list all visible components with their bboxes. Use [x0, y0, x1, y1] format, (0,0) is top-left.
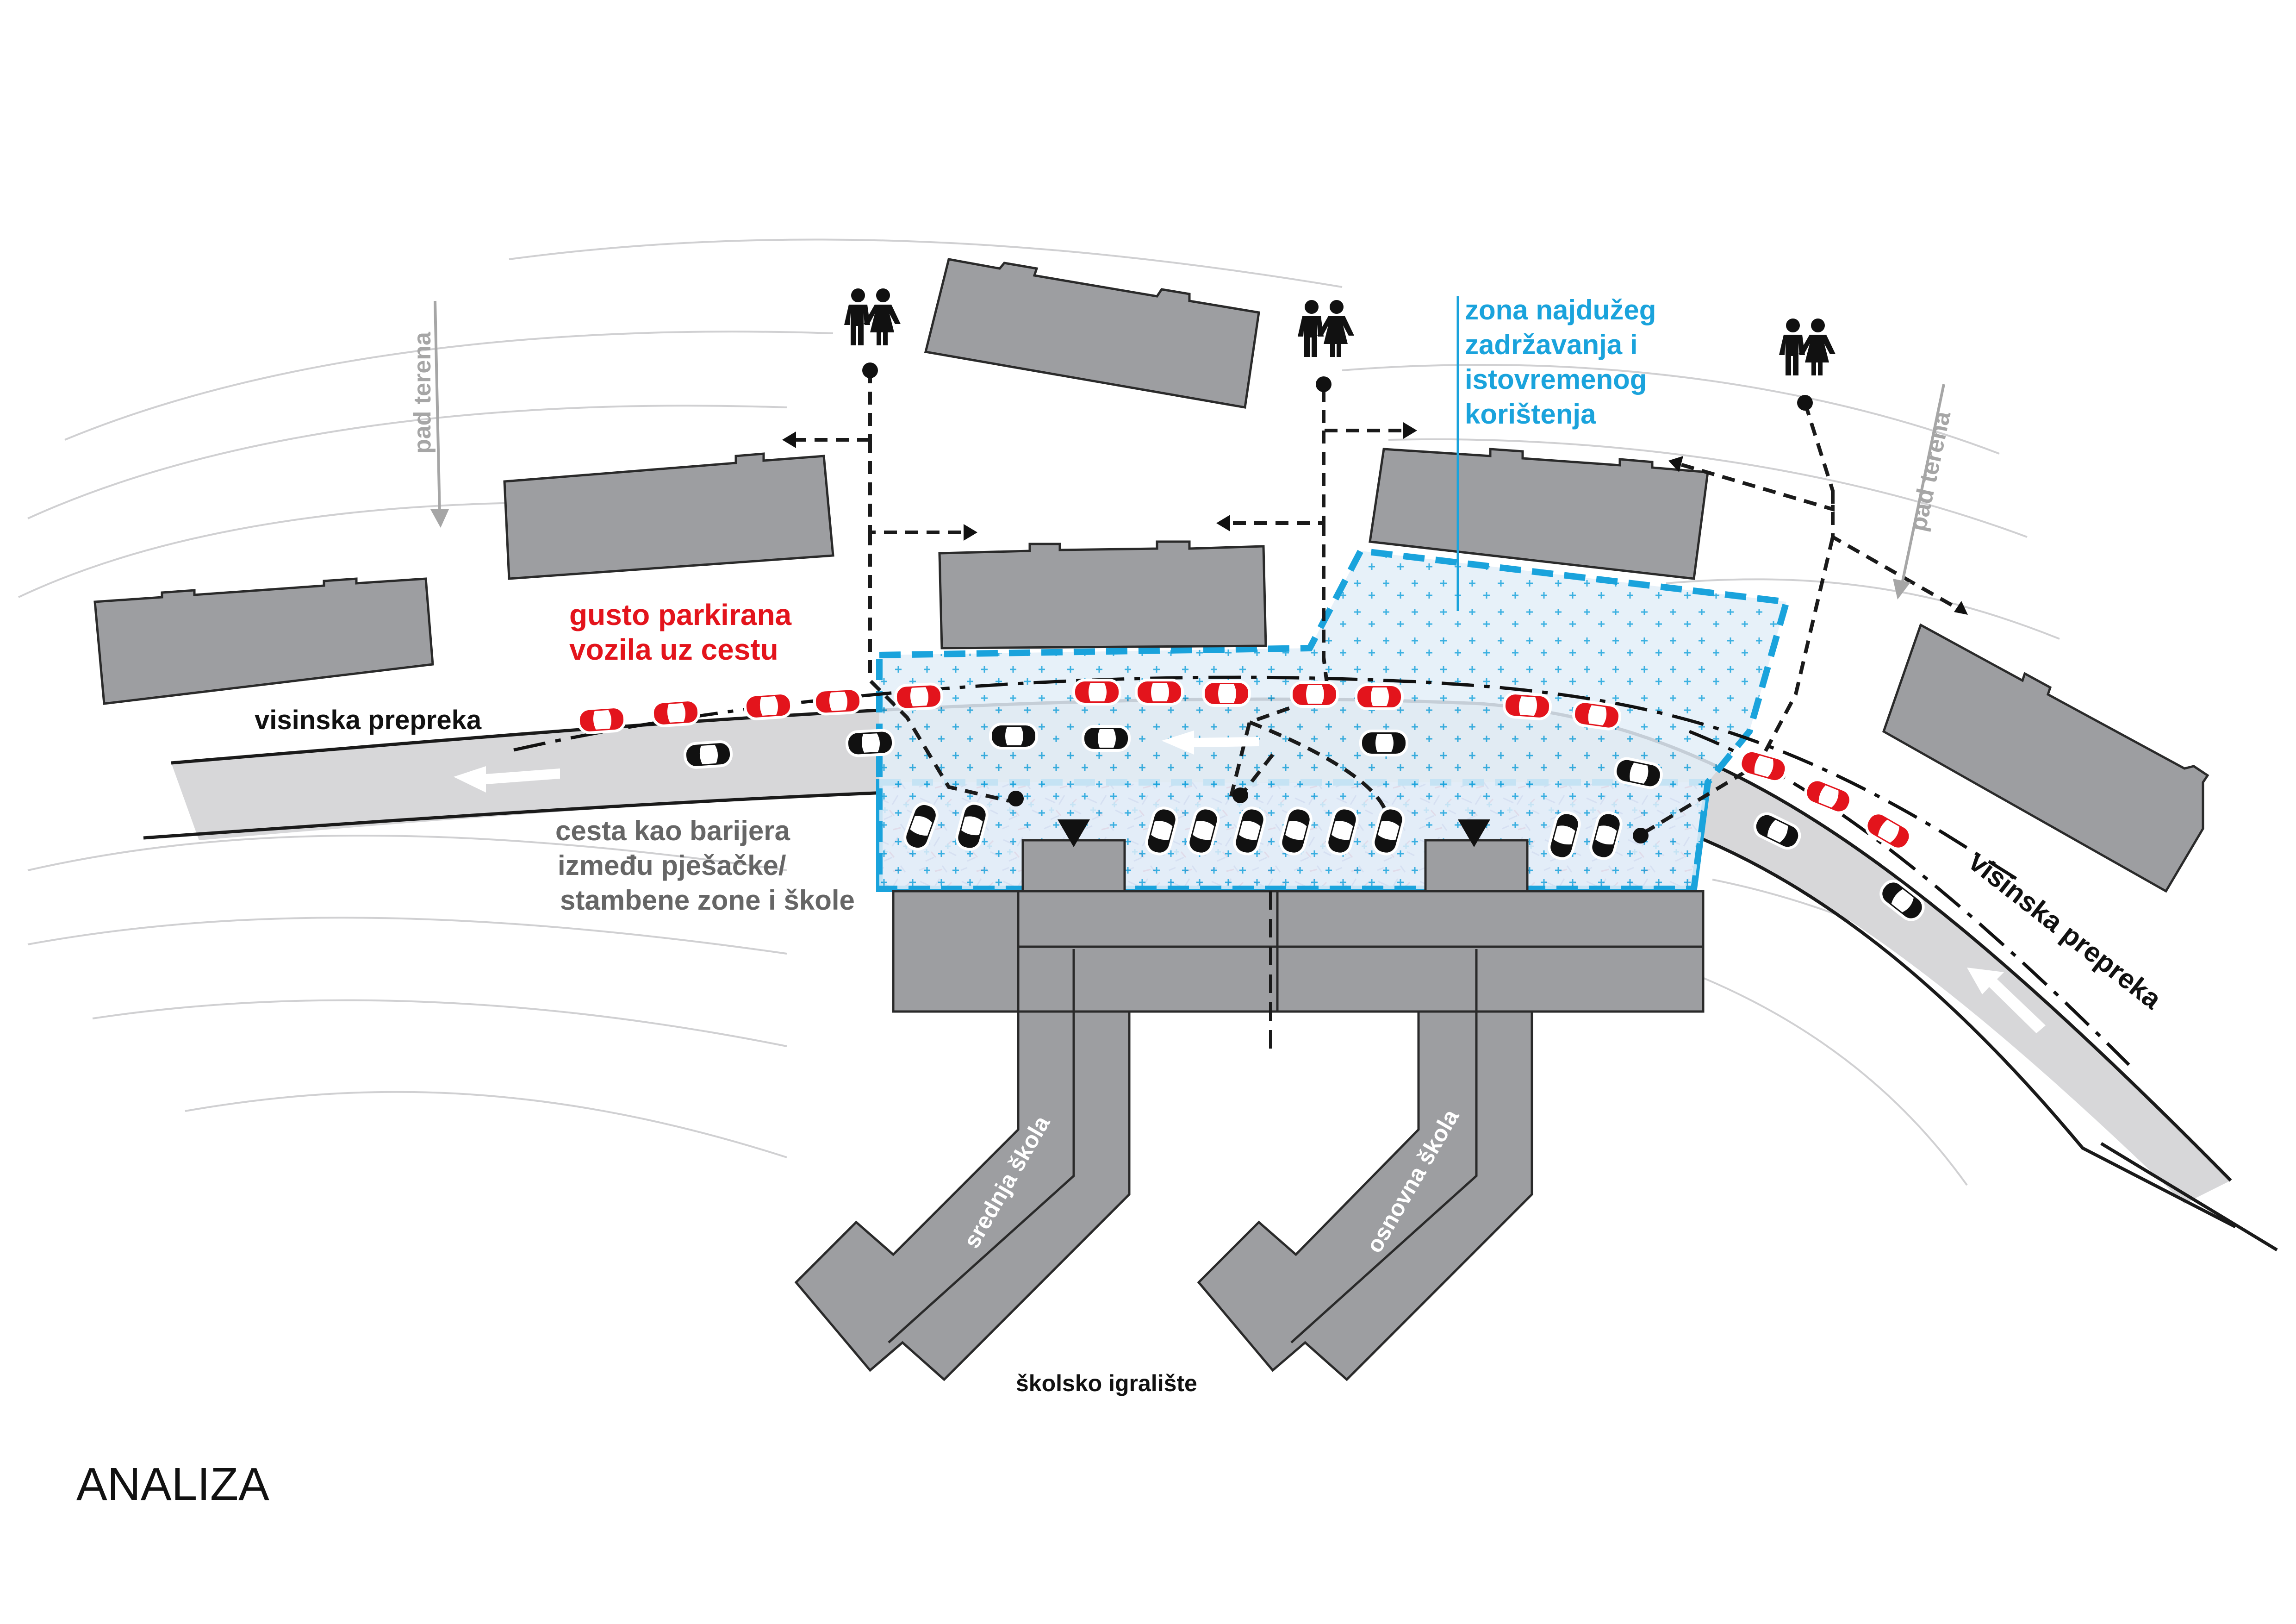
building-4 [938, 540, 1267, 650]
car-icon [1572, 700, 1621, 730]
wing-primary-school [1197, 1010, 1533, 1381]
car-icon [1291, 682, 1338, 706]
building-2 [503, 452, 834, 580]
barrier-label-left: visinska prepreka [255, 705, 482, 735]
car-icon [1074, 680, 1120, 704]
building-3 [924, 258, 1260, 409]
school-complex [794, 839, 1705, 1381]
entrance-triangle-icon [1058, 819, 1090, 847]
car-icon [652, 700, 699, 727]
school-main-block [892, 890, 1705, 1013]
flow-origin-dots [862, 362, 1813, 843]
elevation-barrier-line-2 [1688, 730, 2130, 1066]
slope-label-right: pad terena [1904, 408, 1956, 533]
car-icon [1136, 680, 1182, 704]
car-icon [990, 724, 1037, 748]
parked-vehicles-label-2: vozila uz cestu [569, 633, 778, 666]
zone-label-2: zadržavanja i [1465, 329, 1638, 360]
car-icon [1203, 681, 1250, 706]
car-icon [895, 683, 943, 710]
elevation-barrier-line [513, 675, 2019, 881]
pedestrian-pair-icon [1779, 319, 1836, 375]
building-6 [1882, 623, 2209, 893]
pedestrian-pair-icon [844, 288, 901, 345]
building-1 [93, 577, 434, 705]
road-barrier-label-2: između pješačke/ [558, 850, 786, 881]
zone-label-4: korištenja [1465, 399, 1596, 430]
car-icon [1361, 731, 1407, 755]
entrance-block-right [1424, 839, 1529, 893]
car-icon [744, 693, 792, 720]
longest-stay-zone [876, 547, 1791, 892]
entrance-block-left [1021, 839, 1126, 893]
slope-arrows [430, 300, 1945, 600]
terrain-contours [18, 238, 2084, 1186]
car-icon [1862, 809, 1915, 853]
slope-label-left: pad terena [409, 331, 436, 454]
car-icon [684, 741, 732, 768]
car-icon [1503, 693, 1551, 720]
car-icon [814, 688, 862, 714]
flow-arrowheads [782, 422, 1968, 615]
entrance-triangle-icon [1458, 819, 1490, 847]
zone-label-3: istovremenog [1465, 364, 1647, 395]
residential-buildings [93, 258, 2209, 893]
car-icon [578, 706, 625, 734]
pedestrian-flows [787, 370, 1963, 835]
zone-label-1: zona najdužeg [1465, 294, 1656, 325]
car-icon [846, 730, 894, 756]
road-barrier-label-3: stambene zone i škole [560, 885, 855, 916]
road-barrier-label-1: cesta kao barijera [555, 815, 790, 846]
direction-arrow-icon [454, 731, 2046, 1033]
car-icon [1356, 685, 1402, 709]
car-icon [1802, 776, 1854, 816]
car-icon [1083, 726, 1129, 750]
pedestrian-pair-icon [1298, 300, 1354, 357]
wing-secondary-school [794, 1010, 1131, 1381]
playground-label: školsko igralište [1016, 1370, 1197, 1396]
building-5 [1369, 448, 1709, 580]
parked-vehicles-label-1: gusto parkirana [569, 598, 792, 631]
page-title: ANALIZA [76, 1458, 269, 1510]
labels: pad terena pad terena gusto parkirana vo… [76, 294, 2167, 1510]
